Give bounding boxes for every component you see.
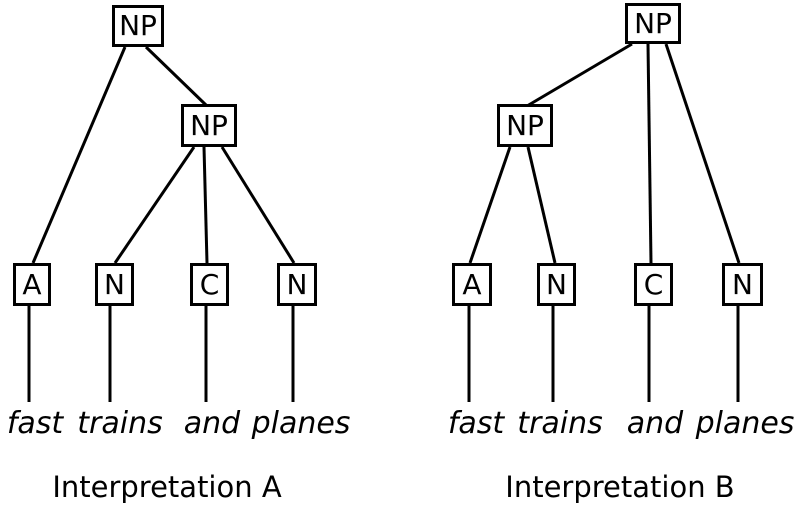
tree-a-word-planes: planes <box>251 406 351 441</box>
tree-a-leaf-c-node: C <box>190 263 229 306</box>
edge-a-root-to-a <box>31 46 127 264</box>
tree-b-word-fast: fast <box>447 406 505 441</box>
tree-a-root-np-node: NP <box>112 5 164 47</box>
tree-a-leaf-n1-node: N <box>95 263 134 306</box>
edge-a-inner-to-n1 <box>113 146 196 264</box>
tree-b-leaf-n2-node: N <box>722 263 763 306</box>
tree-b-inner-np-node: NP <box>497 104 553 147</box>
tree-b-caption: Interpretation B <box>505 470 735 504</box>
tree-b-word-trains: trains <box>517 406 603 441</box>
tree-a-word-fast: fast <box>6 406 64 441</box>
tree-a-leaf-a-node: A <box>13 263 51 306</box>
tree-b-leaf-a-node: A <box>452 263 492 306</box>
tree-b-root-np-node: NP <box>625 3 681 44</box>
tree-b-word-and: and <box>626 406 684 441</box>
edge-b-inner-to-a <box>468 146 512 264</box>
tree-a-inner-np-node: NP <box>181 104 237 147</box>
edge-a-inner-to-n2 <box>220 146 296 264</box>
edge-b-root-to-inner <box>526 42 633 108</box>
edge-b-root-to-n2 <box>664 43 741 264</box>
tree-a-word-trains: trains <box>77 406 163 441</box>
edge-a-inner-to-c <box>202 146 209 264</box>
tree-b-leaf-n1-node: N <box>537 263 576 306</box>
tree-a-leaf-n2-node: N <box>277 263 317 306</box>
edge-a-root-to-inner <box>144 45 209 108</box>
tree-b-word-planes: planes <box>695 406 795 441</box>
tree-a-caption: Interpretation A <box>52 470 282 504</box>
edge-b-inner-to-n1 <box>526 146 557 264</box>
tree-a-word-and: and <box>183 406 241 441</box>
edge-b-root-to-c <box>646 43 653 264</box>
tree-b-leaf-c-node: C <box>634 263 673 306</box>
